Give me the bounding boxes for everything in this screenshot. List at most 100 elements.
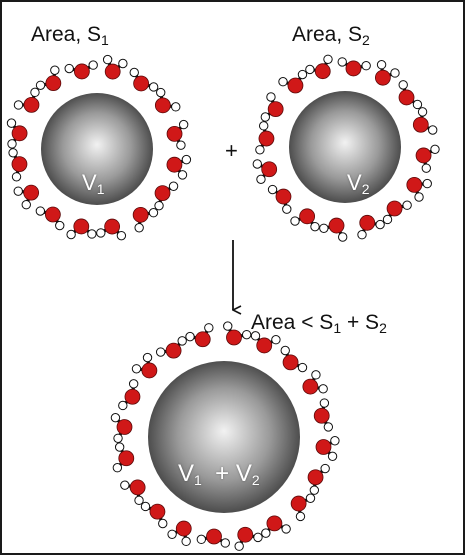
- water-molecule: [315, 436, 340, 462]
- hydrogen-atom: [204, 323, 214, 333]
- particle-1-volume-label: V1: [82, 170, 105, 197]
- water-molecule: [234, 526, 263, 551]
- hydrogen-atom: [398, 80, 408, 90]
- hydrogen-atom: [55, 220, 65, 231]
- oxygen-atom: [154, 185, 171, 202]
- hydrogen-atom: [177, 170, 188, 180]
- water-molecule: [307, 463, 330, 495]
- hydrogen-atom: [35, 80, 46, 90]
- hydrogen-atom: [112, 463, 123, 473]
- water-molecule: [8, 148, 28, 182]
- water-molecule: [154, 87, 181, 114]
- hydrogen-atom: [253, 532, 263, 543]
- water-molecule: [406, 176, 432, 202]
- hydrogen-atom: [6, 118, 17, 128]
- hydrogen-atom: [87, 229, 97, 239]
- hydrogen-atom: [278, 77, 288, 87]
- hydrogen-atom: [305, 493, 316, 503]
- hydrogen-atom: [21, 199, 31, 210]
- hydrogen-atom: [110, 412, 121, 423]
- water-molecule: [35, 206, 65, 231]
- oxygen-atom: [11, 156, 28, 173]
- oxygen-atom: [165, 342, 182, 359]
- water-molecule: [166, 154, 192, 180]
- hydrogen-atom: [158, 518, 168, 529]
- hydrogen-atom: [305, 64, 315, 75]
- merged-particle-sphere: [148, 361, 300, 513]
- water-molecule: [255, 121, 275, 155]
- water-molecule: [398, 80, 423, 110]
- oxygen-atom: [374, 69, 391, 86]
- water-molecule: [337, 57, 371, 77]
- oxygen-atom: [386, 200, 403, 217]
- hydrogen-atom: [181, 536, 191, 547]
- hydrogen-atom: [140, 501, 151, 512]
- water-molecule: [96, 218, 127, 241]
- water-molecule: [267, 184, 292, 214]
- merged-volume-label: V1 + V2: [178, 460, 260, 488]
- oxygen-atom: [266, 515, 283, 532]
- area-s1-label: Area, S1: [31, 23, 109, 48]
- hydrogen-atom: [250, 331, 261, 341]
- hydrogen-atom: [414, 192, 424, 202]
- oxygen-atom: [328, 217, 345, 234]
- water-molecule: [196, 528, 230, 548]
- water-molecule: [131, 352, 158, 379]
- hydrogen-atom: [50, 65, 60, 75]
- water-molecule: [102, 54, 128, 80]
- area-s2-label: Area, S2: [292, 23, 370, 48]
- water-molecule: [129, 67, 159, 92]
- hydrogen-atom: [88, 60, 98, 70]
- water-molecule: [357, 214, 385, 240]
- hydrogen-atom: [168, 181, 179, 191]
- hydrogen-atom: [196, 534, 207, 545]
- hydrogen-atom: [412, 99, 423, 110]
- hydrogen-atom: [375, 219, 385, 230]
- oxygen-atom: [149, 503, 166, 520]
- oxygen-atom: [237, 526, 254, 543]
- oxygen-atom: [175, 520, 192, 537]
- oxygen-atom: [290, 495, 307, 512]
- water-molecule: [6, 118, 28, 149]
- hydrogen-atom: [13, 186, 23, 196]
- hydrogen-atom: [376, 60, 387, 70]
- hydrogen-atom: [320, 463, 330, 474]
- water-molecule: [319, 217, 348, 242]
- oxygen-atom: [307, 469, 324, 486]
- hydrogen-atom: [154, 200, 164, 211]
- water-molecule: [382, 200, 412, 225]
- hydrogen-atom: [178, 119, 189, 130]
- hydrogen-atom: [267, 184, 278, 195]
- water-molecule: [132, 206, 159, 233]
- water-molecule: [278, 69, 308, 94]
- water-molecule: [250, 331, 281, 354]
- water-molecule: [313, 398, 334, 432]
- hydrogen-atom: [323, 54, 333, 64]
- hydrogen-atom: [167, 529, 177, 539]
- oxygen-atom: [154, 97, 171, 114]
- oxygen-atom: [104, 218, 121, 235]
- hydrogen-atom: [118, 58, 128, 69]
- hydrogen-atom: [271, 335, 281, 345]
- hydrogen-atom: [252, 159, 262, 169]
- hydrogen-atom: [118, 400, 128, 411]
- water-molecule: [280, 345, 308, 373]
- water-molecule: [154, 181, 179, 211]
- water-molecule: [13, 184, 40, 210]
- hydrogen-atom: [134, 495, 144, 506]
- hydrogen-atom: [113, 433, 123, 443]
- hydrogen-atom: [64, 63, 74, 74]
- hydrogen-atom: [30, 87, 40, 98]
- hydrogen-atom: [430, 144, 440, 155]
- hydrogen-atom: [361, 60, 371, 71]
- water-molecule: [261, 515, 291, 538]
- hydrogen-atom: [223, 321, 233, 331]
- hydrogen-atom: [297, 69, 308, 80]
- water-molecule: [166, 119, 189, 150]
- hydrogen-atom: [266, 92, 276, 102]
- hydrogen-atom: [337, 232, 348, 242]
- water-molecule: [223, 321, 252, 346]
- hydrogen-atom: [318, 384, 328, 394]
- oxygen-atom: [226, 329, 242, 346]
